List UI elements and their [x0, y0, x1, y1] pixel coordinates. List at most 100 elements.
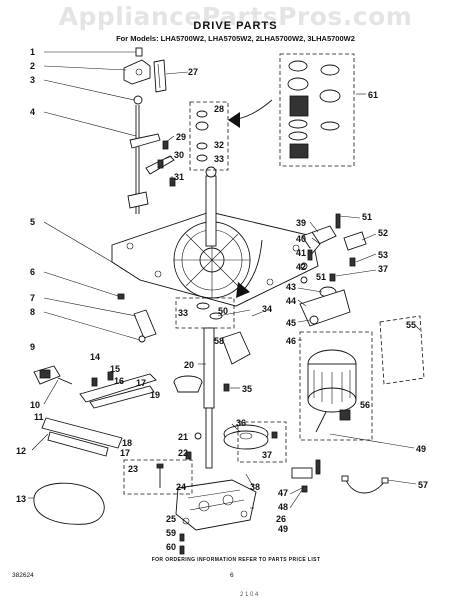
callout: 35 [242, 384, 252, 394]
callout: 10 [30, 400, 40, 410]
pin-kit-parts [156, 463, 164, 488]
page-cut-text: 2 1 0 4 [240, 592, 259, 598]
callout-numbers: 1 2 3 4 5 6 7 8 9 10 11 12 13 14 15 16 1… [16, 47, 428, 552]
callout: 51 [362, 212, 372, 222]
callout: 51 [316, 272, 326, 282]
seal-kit-box [189, 101, 229, 171]
lower-seal-parts [196, 302, 223, 320]
assembly-arrows [228, 99, 273, 298]
watermark: AppliancePartsPros.com [58, 2, 413, 31]
callout: 20 [184, 360, 194, 370]
model-list: For Models: LHA5700W2, LHA5705W2, 2LHA57… [116, 34, 355, 43]
capacitor-and-harness [291, 459, 389, 494]
small-fasteners [179, 383, 278, 555]
callout: 33 [214, 154, 224, 164]
callout: 48 [278, 502, 288, 512]
callout: 33 [178, 308, 188, 318]
motor-cover-plate [379, 315, 425, 385]
callout: 11 [34, 412, 44, 422]
callout: 44 [286, 296, 296, 306]
callout: 2 [30, 61, 35, 71]
seal-kit-parts [195, 110, 209, 162]
document-number: 382624 [12, 572, 34, 579]
callout: 50 [218, 306, 228, 316]
callout: 32 [214, 140, 224, 150]
callout: 30 [174, 150, 184, 160]
callout: 6 [30, 267, 35, 277]
callout: 14 [90, 352, 100, 362]
callout: 12 [16, 446, 26, 456]
callout: 15 [110, 364, 120, 374]
bolts-29-31 [157, 140, 176, 187]
diagram-title: DRIVE PARTS [193, 20, 278, 32]
callout: 56 [360, 400, 370, 410]
callout: 43 [286, 282, 296, 292]
callout: 27 [188, 67, 198, 77]
callout: 49 [278, 524, 288, 534]
callout: 23 [128, 464, 138, 474]
motor-box [299, 331, 373, 441]
callout: 37 [378, 264, 388, 274]
callout: 31 [174, 172, 184, 182]
callout: 25 [166, 514, 176, 524]
callout: 16 [114, 376, 124, 386]
callout: 58 [214, 336, 224, 346]
callout: 53 [378, 250, 388, 260]
callout: 57 [418, 480, 428, 490]
callout: 17 [136, 378, 146, 388]
agitator-shaft [205, 166, 217, 247]
motor-mount-brackets [300, 213, 367, 284]
drive-motor [307, 349, 357, 433]
callout: 29 [176, 132, 186, 142]
callout: 52 [378, 228, 388, 238]
callout: 59 [166, 528, 176, 538]
callout: 19 [150, 390, 160, 400]
callout: 60 [166, 542, 176, 552]
callout: 7 [30, 293, 35, 303]
callout: 18 [122, 438, 132, 448]
brake-arm [221, 331, 251, 365]
callout: 26 [276, 514, 286, 524]
callout: 42 [296, 262, 306, 272]
callout: 47 [278, 488, 288, 498]
callout: 41 [296, 248, 306, 258]
shift-lever-assembly [123, 47, 175, 214]
motor-pump-bracket [299, 286, 351, 327]
callout: 9 [30, 342, 35, 352]
pulley-and-gearcase [173, 375, 269, 531]
callout: 13 [16, 494, 26, 504]
callout: 3 [30, 75, 35, 85]
pin-kit-box [123, 459, 193, 495]
callout: 8 [30, 307, 35, 317]
callout: 17 [120, 448, 130, 458]
callout: 4 [30, 107, 35, 117]
callout: 5 [30, 217, 35, 227]
drive-belt [33, 482, 105, 525]
page-number: 6 [230, 572, 234, 579]
bearing-kit-box [279, 53, 355, 167]
callout: 39 [296, 218, 306, 228]
callout: 37 [262, 450, 272, 460]
switch-and-linkage [33, 365, 157, 457]
clutch-arms [117, 293, 157, 343]
callout: 21 [178, 432, 188, 442]
mounting-plate [111, 211, 319, 307]
callout: 36 [236, 418, 246, 428]
callout: 40 [296, 234, 306, 244]
callout: 34 [262, 304, 272, 314]
callout: 45 [286, 318, 296, 328]
callout: 46 [286, 336, 296, 346]
callout-leaders [28, 51, 421, 509]
bearing-kit-parts [287, 60, 341, 159]
callout: 28 [214, 104, 224, 114]
callout: 1 [30, 47, 35, 57]
callout: 38 [250, 482, 260, 492]
ordering-note: FOR ORDERING INFORMATION REFER TO PARTS … [151, 557, 321, 563]
callout: 55 [406, 320, 416, 330]
callout: 24 [176, 482, 186, 492]
callout: 49 [416, 444, 426, 454]
callout: 22 [178, 448, 188, 458]
callout: 61 [368, 90, 378, 100]
